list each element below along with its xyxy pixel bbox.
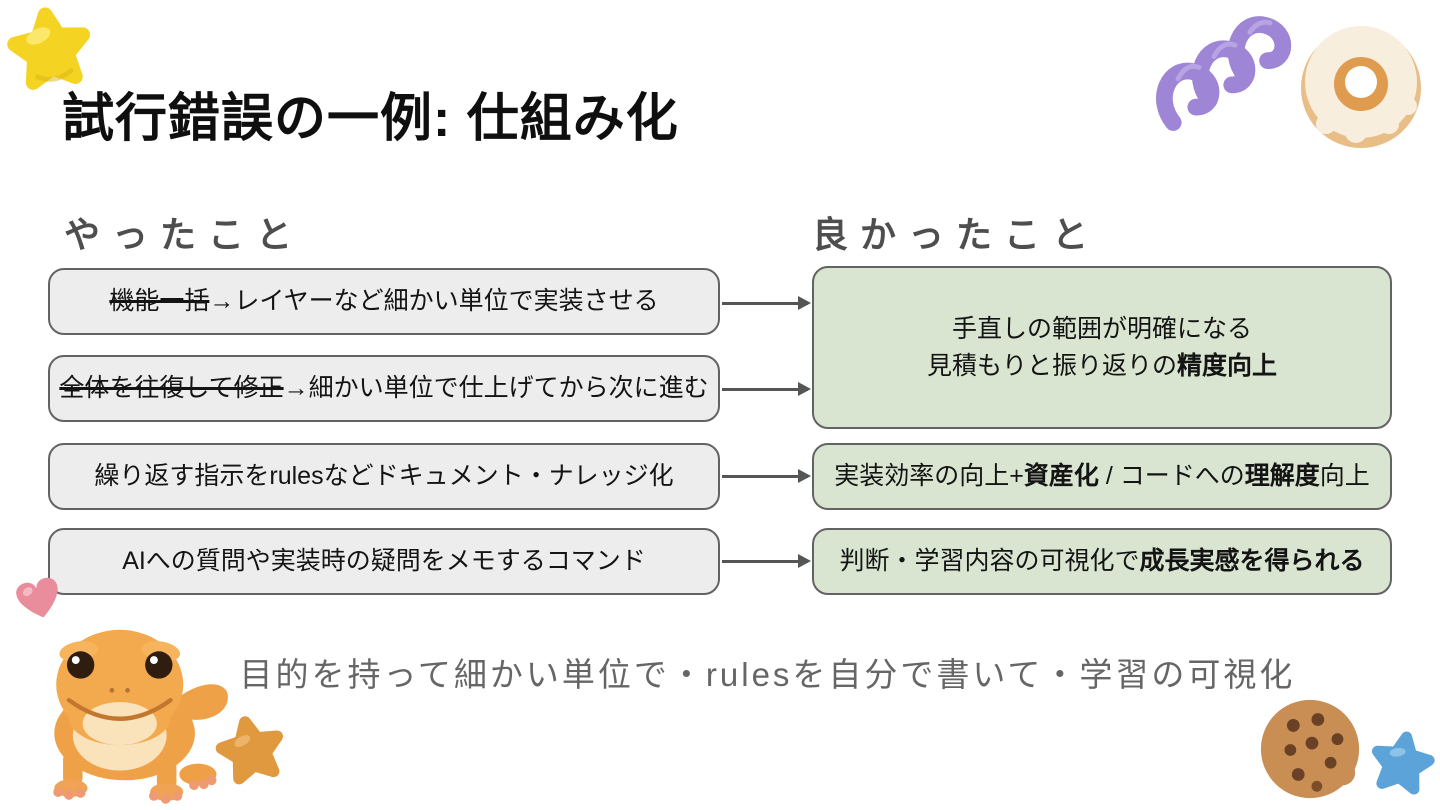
slide-title: 試行錯誤の一例: 仕組み化 <box>62 90 679 148</box>
summary-text: 目的を持って細かい単位で・rulesを自分で書いて・学習の可視化 <box>239 656 1296 693</box>
arrow-task1-to-benefit1 <box>722 296 811 309</box>
benefit-box-2: 実装効率の向上+資産化 / コードへの理解度向上 <box>812 443 1392 510</box>
text-segment: 見積もりと振り返りの <box>926 351 1177 380</box>
text-segment: →レイヤーなど細かい単位で実装させる <box>209 287 659 315</box>
box-text-line: 見積もりと振り返りの精度向上 <box>927 348 1277 385</box>
box-text-line: 実装効率の向上+資産化 / コードへの理解度向上 <box>834 458 1370 495</box>
task-box-3: 繰り返す指示をrulesなどドキュメント・ナレッジ化 <box>48 443 720 510</box>
benefit-box-3: 判断・学習内容の可視化で成長実感を得られる <box>812 528 1392 595</box>
struck-text: 全体を往復して修正 <box>59 374 284 402</box>
text-segment: 繰り返す指示をrulesなどドキュメント・ナレッジ化 <box>94 462 674 490</box>
benefit-box-1: 手直しの範囲が明確になる見積もりと振り返りの精度向上 <box>812 266 1392 429</box>
emphasized-text: 資産化 <box>1023 462 1099 490</box>
box-text-line: 判断・学習内容の可視化で成長実感を得られる <box>839 543 1364 580</box>
emphasized-text: 理解度 <box>1244 462 1320 490</box>
box-text-line: AIへの質問や実装時の疑問をメモするコマンド <box>122 543 646 580</box>
arrow-task2-to-benefit1 <box>722 382 811 395</box>
box-text-line: 全体を往復して修正→細かい単位で仕上げてから次に進む <box>59 370 708 407</box>
struck-text: 機能一括 <box>109 287 210 315</box>
task-box-4: AIへの質問や実装時の疑問をメモするコマンド <box>48 528 720 595</box>
text-segment: →細かい単位で仕上げてから次に進む <box>283 374 709 402</box>
box-text-line: 繰り返す指示をrulesなどドキュメント・ナレッジ化 <box>94 458 673 495</box>
text-segment: 手直しの範囲が明確になる <box>951 314 1252 343</box>
emphasized-text: 精度向上 <box>1177 351 1278 380</box>
box-text-line: 機能一括→レイヤーなど細かい単位で実装させる <box>109 283 658 320</box>
task-box-2: 全体を往復して修正→細かい単位で仕上げてから次に進む <box>48 355 720 422</box>
box-text-line: 手直しの範囲が明確になる <box>952 311 1252 348</box>
arrow-task4-to-benefit3 <box>722 554 811 567</box>
right-column-header: 良かったこと <box>812 214 1101 255</box>
text-segment: 実装効率の向上+ <box>834 462 1024 490</box>
left-column-header: やったこと <box>64 214 305 255</box>
emphasized-text: 成長実感を得られる <box>1139 547 1365 575</box>
text-segment: / コードへの <box>1098 462 1245 490</box>
text-segment: 向上 <box>1319 462 1370 490</box>
text-segment: 判断・学習内容の可視化で <box>839 547 1140 575</box>
text-segment: AIへの質問や実装時の疑問をメモするコマンド <box>122 547 646 575</box>
task-box-1: 機能一括→レイヤーなど細かい単位で実装させる <box>48 268 720 335</box>
arrow-task3-to-benefit2 <box>722 469 811 482</box>
